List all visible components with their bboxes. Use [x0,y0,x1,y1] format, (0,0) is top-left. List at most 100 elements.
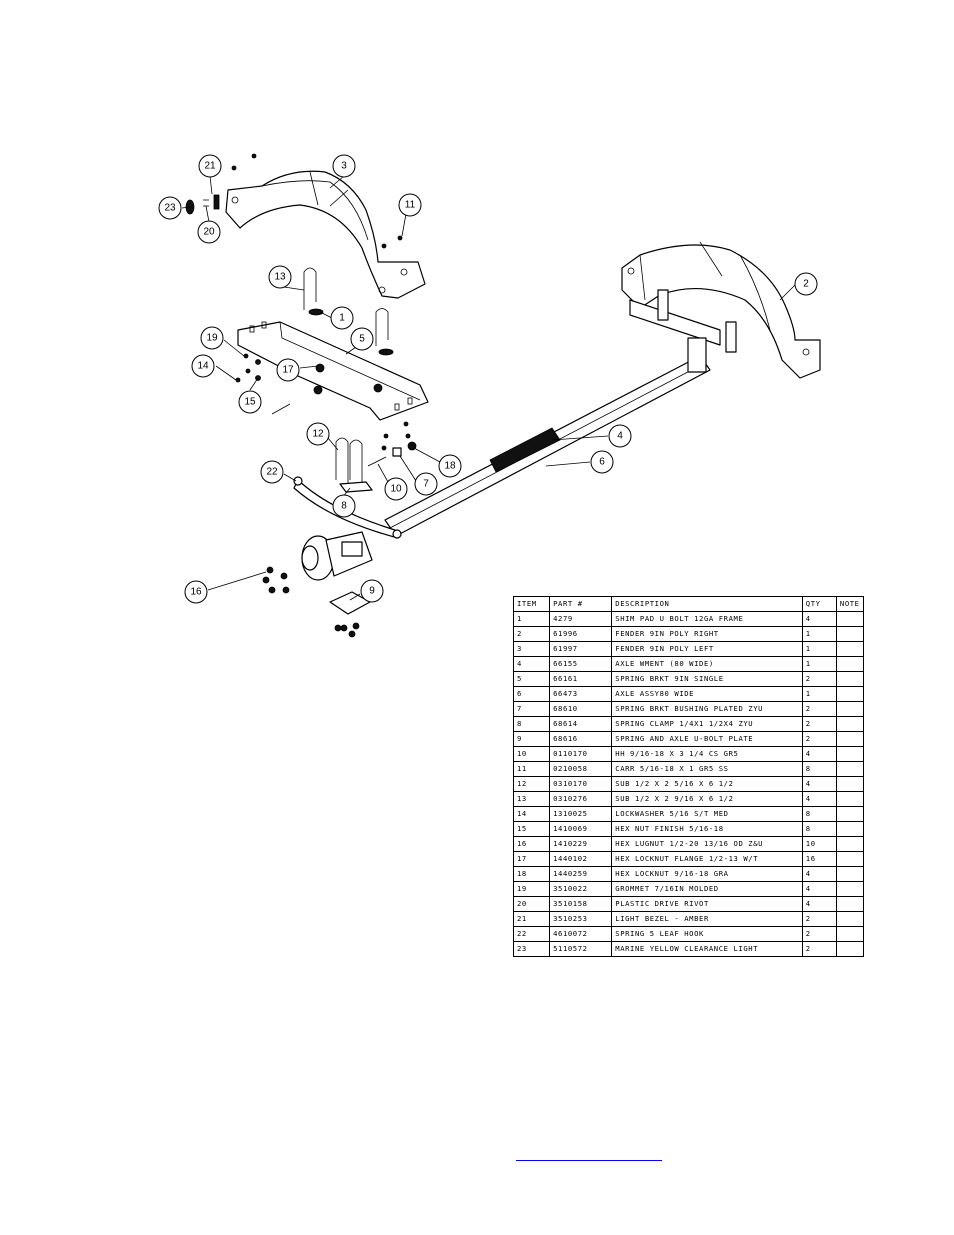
bom-cell-item: 22 [512,926,551,942]
bom-cell-item: 21 [512,911,551,927]
bom-cell-qty: 4 [801,791,837,807]
bom-cell-description: HEX LOCKNUT 9/16-18 GRA [611,866,803,882]
bom-cell-qty: 1 [801,626,837,642]
bom-cell-note [835,881,865,897]
callout-6: 6 [590,450,614,474]
callout-21: 21 [198,154,222,178]
bom-cell-item: 1 [512,611,551,627]
bom-cell-part: 61996 [549,626,613,642]
callout-17: 17 [276,358,300,382]
bom-cell-qty: 2 [801,911,837,927]
hardware [185,153,417,638]
bom-cell-item: 17 [512,851,551,867]
u-bolts [303,267,389,493]
hub-assembly [301,531,373,581]
bom-cell-part: 0210058 [549,761,613,777]
bom-cell-qty: 2 [801,716,837,732]
bom-cell-part: 3510022 [549,881,613,897]
bom-cell-note [835,776,865,792]
svg-text:11: 11 [405,200,416,211]
svg-text:19: 19 [206,333,218,344]
bom-header-item: ITEM [512,596,551,612]
svg-text:22: 22 [266,467,278,478]
bom-cell-part: 4610072 [549,926,613,942]
bom-cell-item: 20 [512,896,551,912]
bom-cell-item: 6 [512,686,551,702]
bom-cell-qty: 8 [801,821,837,837]
callout-22: 22 [260,460,284,484]
svg-text:10: 10 [390,484,402,495]
svg-text:13: 13 [274,272,286,283]
callout-1: 1 [330,306,354,330]
callout-23: 23 [158,196,182,220]
bom-cell-note [835,866,865,882]
svg-text:3: 3 [341,161,347,172]
right-fender [621,241,821,379]
bom-cell-note [835,626,865,642]
bom-cell-description: FENDER 9IN POLY RIGHT [611,626,803,642]
bom-cell-item: 13 [512,791,551,807]
svg-text:4: 4 [617,431,623,442]
bom-cell-part: 3510253 [549,911,613,927]
bom-header-part: PART # [549,596,613,612]
bom-cell-part: 68610 [549,701,613,717]
bom-cell-qty: 4 [801,746,837,762]
bom-cell-item: 7 [512,701,551,717]
bom-cell-note [835,836,865,852]
bom-cell-qty: 1 [801,686,837,702]
bom-cell-description: HH 9/16-18 X 3 1/4 CS GR5 [611,746,803,762]
callout-16: 16 [184,580,208,604]
bom-cell-note [835,731,865,747]
bom-cell-note [835,701,865,717]
bom-cell-description: SUB 1/2 X 2 9/16 X 6 1/2 [611,791,803,807]
bom-cell-description: SUB 1/2 X 2 5/16 X 6 1/2 [611,776,803,792]
svg-text:12: 12 [312,429,324,440]
bom-cell-item: 9 [512,731,551,747]
bom-cell-description: HEX LUGNUT 1/2-20 13/16 OD Z&U [611,836,803,852]
bom-cell-item: 11 [512,761,551,777]
bom-cell-item: 12 [512,776,551,792]
bom-cell-part: 1410229 [549,836,613,852]
svg-text:1: 1 [339,313,345,324]
bom-cell-part: 1440102 [549,851,613,867]
svg-text:20: 20 [203,227,215,238]
bom-cell-part: 4279 [549,611,613,627]
callout-13: 13 [268,265,292,289]
leader-lines [181,175,797,601]
callout-8: 8 [332,494,356,518]
svg-text:6: 6 [599,457,605,468]
left-fender [225,170,426,299]
leaf-spring [293,476,402,539]
bom-cell-description: SHIM PAD U BOLT 12GA FRAME [611,611,803,627]
bom-cell-item: 18 [512,866,551,882]
bom-cell-part: 68616 [549,731,613,747]
bom-cell-part: 0310276 [549,791,613,807]
bom-cell-part: 1410069 [549,821,613,837]
svg-text:21: 21 [204,161,216,172]
bom-cell-note [835,851,865,867]
bom-cell-description: AXLE ASSY80 WIDE [611,686,803,702]
callout-5: 5 [350,327,374,351]
bom-cell-qty: 8 [801,806,837,822]
svg-text:16: 16 [190,587,202,598]
bom-cell-part: 61997 [549,641,613,657]
bom-cell-note [835,821,865,837]
bom-cell-note [835,716,865,732]
bom-cell-part: 0110170 [549,746,613,762]
svg-text:2: 2 [803,279,809,290]
bom-cell-part: 66473 [549,686,613,702]
svg-text:14: 14 [197,361,209,372]
page-link[interactable] [516,1148,662,1161]
bom-cell-description: PLASTIC DRIVE RIVOT [611,896,803,912]
bom-cell-description: CARR 5/16-18 X 1 GR5 SS [611,761,803,777]
bom-cell-part: 3510158 [549,896,613,912]
